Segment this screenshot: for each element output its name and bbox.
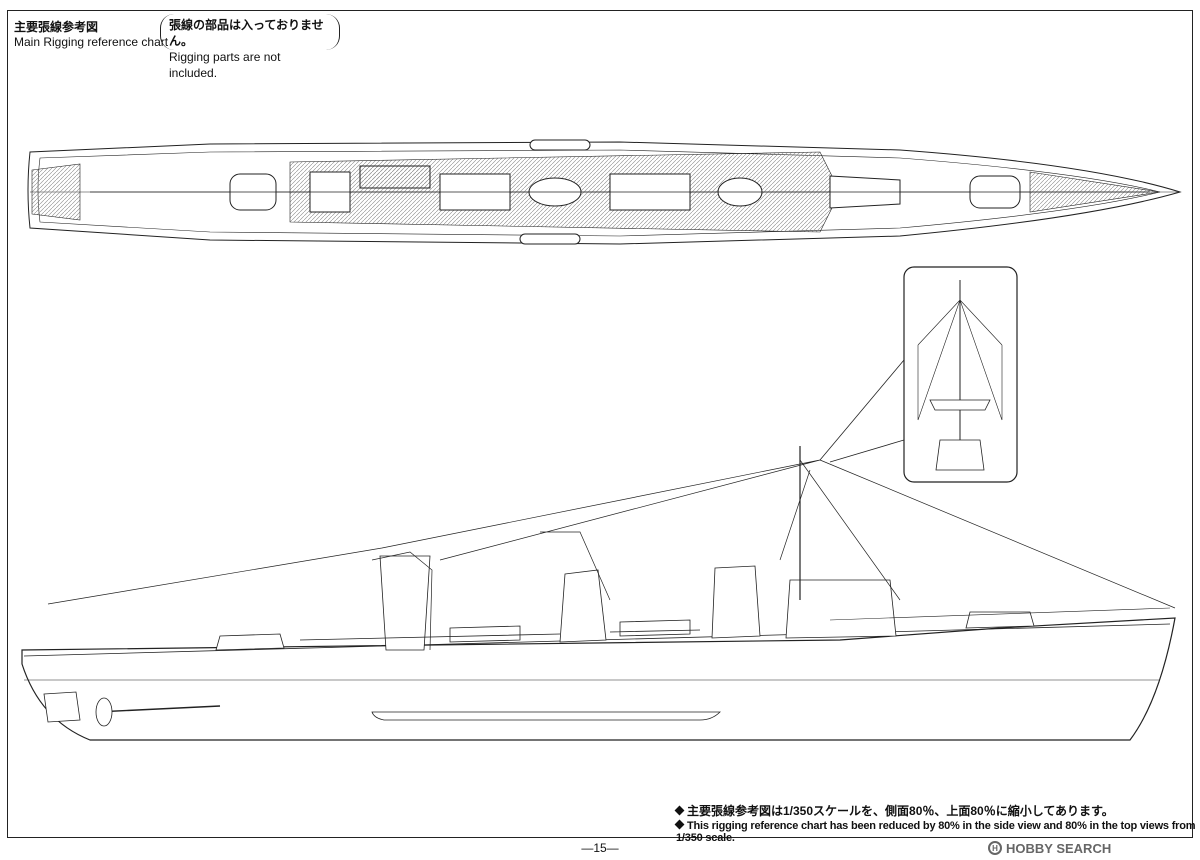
rigging-note-jp: 張線の部品は入っておりません。 bbox=[169, 18, 324, 48]
top-view-torpedo-mount-2 bbox=[359, 165, 431, 189]
side-view-aft-mast bbox=[379, 555, 431, 651]
side-view-aft-crane-frame bbox=[371, 551, 433, 651]
top-view bbox=[27, 139, 1182, 245]
rigging-note-en: Rigging parts are not included. bbox=[169, 50, 281, 80]
side-view-funnel-2 bbox=[711, 565, 761, 639]
top-view-boat-starboard bbox=[519, 233, 581, 245]
chart-title-jp: 主要張線参考図 bbox=[14, 20, 99, 34]
side-view-funnel-1 bbox=[559, 569, 607, 643]
side-view-hull bbox=[21, 617, 1176, 741]
side-view bbox=[21, 446, 1176, 741]
watermark-text: HOBBY SEARCH bbox=[1006, 840, 1112, 856]
side-view-propeller-shaft bbox=[95, 705, 221, 713]
side-view-aft-turret bbox=[215, 633, 285, 651]
footer-note-en: This rigging reference chart has been re… bbox=[674, 819, 1196, 844]
callout-leader-lower bbox=[829, 439, 905, 463]
mast-detail-callout bbox=[819, 266, 1018, 483]
side-view-bridge bbox=[785, 579, 897, 639]
footer-note-jp: 主要張線参考図は1/350スケールを、側面80％、上面80％に縮小してあります。 bbox=[674, 802, 1114, 819]
detail-mast-base bbox=[935, 439, 985, 471]
callout-leader-upper bbox=[819, 359, 905, 461]
top-view-boat-port bbox=[529, 139, 591, 151]
diamond-bullet-icon bbox=[674, 819, 685, 830]
page-frame bbox=[7, 10, 1193, 838]
side-view-fore-turret bbox=[965, 611, 1035, 629]
hobby-search-watermark: H HOBBY SEARCH bbox=[988, 839, 1111, 857]
page-number: —15— bbox=[581, 841, 619, 855]
detail-rigging-lines bbox=[917, 299, 1003, 421]
top-view-inner-deck-line bbox=[37, 149, 1161, 237]
diamond-bullet-icon bbox=[674, 805, 685, 816]
side-view-railing bbox=[829, 607, 1171, 621]
side-view-rudder bbox=[43, 691, 81, 723]
top-view-stern-hatched-deck bbox=[31, 163, 81, 221]
side-view-bilge-keel bbox=[371, 711, 721, 721]
side-view-rigging-lines bbox=[47, 459, 1176, 609]
rigging-note-box: 張線の部品は入っておりません。 Rigging parts are not in… bbox=[160, 14, 340, 80]
hobby-search-logo-icon: H bbox=[988, 841, 1002, 855]
detail-mast-platform bbox=[929, 399, 991, 411]
chart-title-en: Main Rigging reference chart bbox=[14, 35, 169, 49]
side-view-propeller bbox=[95, 697, 113, 727]
